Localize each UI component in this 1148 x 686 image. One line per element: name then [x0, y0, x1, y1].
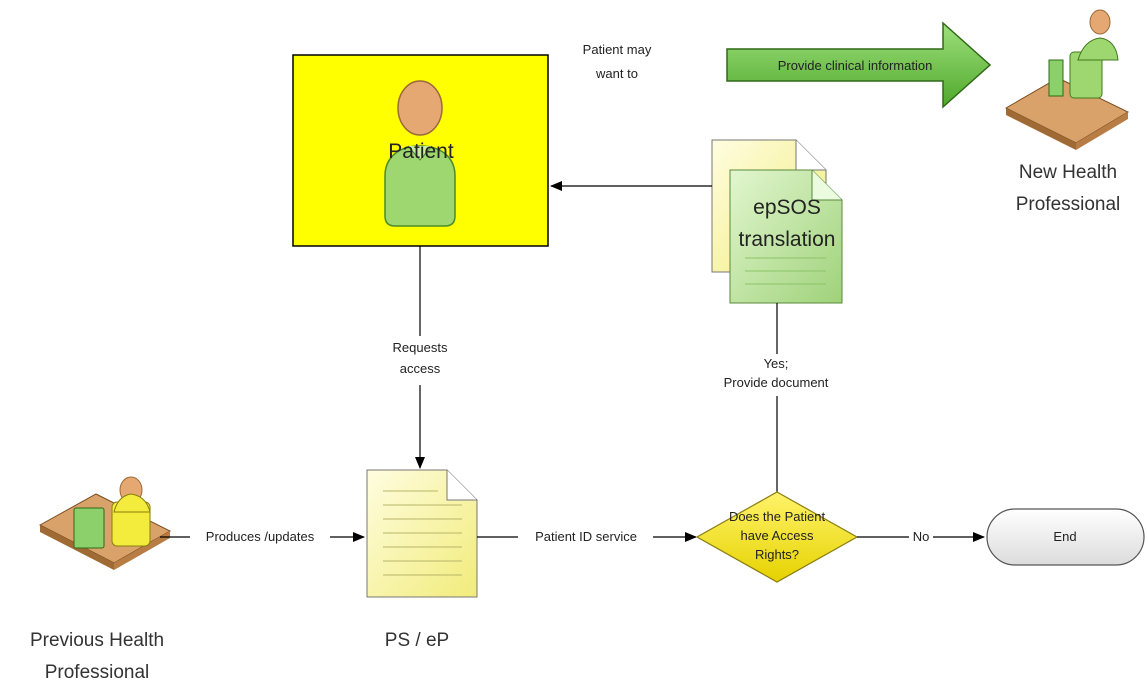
provide-clinical-arrow: Provide clinical information: [726, 21, 992, 109]
decision-line3: Rights?: [755, 547, 799, 562]
document-yellow-icon: [366, 469, 478, 598]
translation-documents: epSOS translation: [711, 139, 843, 304]
ps-ep-label: PS / eP: [385, 630, 449, 651]
patient-may-want-line1: Patient may: [583, 42, 652, 57]
provide-clinical-label: Provide clinical information: [778, 58, 933, 73]
requests-access-line1: Requests: [393, 340, 448, 355]
decision-node: Does the Patient have Access Rights?: [695, 491, 859, 583]
decision-line2: have Access: [741, 528, 814, 543]
workstation-icon: [1004, 9, 1130, 150]
end-node: End: [986, 508, 1145, 566]
previous-professional-node: Previous Health Professional: [30, 476, 172, 683]
new-professional-node: New Health Professional: [1004, 9, 1130, 215]
patient-label: Patient: [388, 140, 454, 163]
produces-updates-label: Produces /updates: [206, 529, 315, 544]
patient-id-service-label: Patient ID service: [535, 529, 637, 544]
yes-line1: Yes;: [764, 356, 789, 371]
document-green-icon: [729, 169, 843, 304]
end-label: End: [1053, 529, 1076, 544]
new-professional-line1: New Health: [1019, 162, 1117, 183]
patient-node: Patient: [292, 54, 549, 247]
requests-access-line2: access: [400, 361, 441, 376]
patient-figure-icon: [384, 80, 456, 227]
no-label: No: [913, 529, 930, 544]
ps-ep-node: PS / eP: [366, 469, 478, 651]
workstation-icon: [38, 476, 172, 570]
translation-line2: translation: [739, 228, 836, 251]
translation-line1: epSOS: [753, 196, 821, 219]
decision-line1: Does the Patient: [729, 509, 826, 524]
new-professional-line2: Professional: [1016, 194, 1121, 215]
previous-professional-line1: Previous Health: [30, 630, 164, 651]
yes-line2: Provide document: [724, 375, 829, 390]
previous-professional-line2: Professional: [45, 662, 150, 683]
patient-may-want-line2: want to: [595, 66, 638, 81]
